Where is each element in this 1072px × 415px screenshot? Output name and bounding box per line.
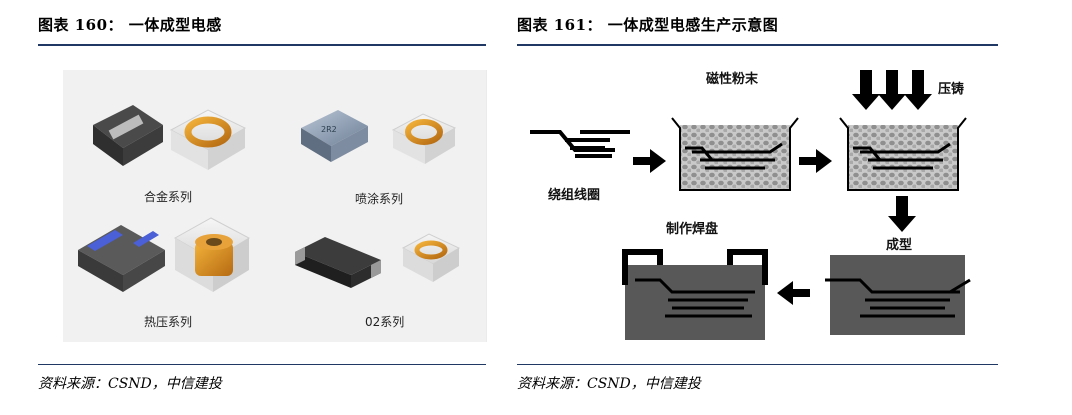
die-casting-container bbox=[839, 117, 967, 191]
arrow-down bbox=[888, 196, 916, 232]
arrow-left bbox=[777, 281, 810, 305]
series-label-hotpress: 热压系列 bbox=[144, 315, 193, 329]
label-forming: 成型 bbox=[886, 238, 913, 253]
spray-inductor-silver: 2R2 bbox=[301, 110, 368, 162]
arrow-right-1 bbox=[633, 149, 666, 173]
label-die-casting: 压铸 bbox=[938, 82, 965, 97]
figure-160-title: 图表 160： 一体成型电感 bbox=[38, 16, 222, 34]
alloy-inductor-dark bbox=[93, 105, 163, 166]
series-label-spray: 喷涂系列 bbox=[355, 192, 404, 206]
spray-inductor-open bbox=[391, 113, 457, 164]
powder-container bbox=[671, 117, 799, 191]
solder-pad-block bbox=[622, 249, 768, 340]
svg-text:2R2: 2R2 bbox=[321, 125, 337, 134]
hotpress-inductor-open bbox=[173, 217, 251, 292]
press-arrows-down bbox=[852, 70, 932, 110]
label-magnetic-powder: 磁性粉末 bbox=[706, 72, 759, 87]
source-note-right: 资料来源：CSND，中信建投 bbox=[517, 376, 701, 392]
alloy-inductor-open bbox=[169, 109, 247, 170]
hotpress-inductor-dark bbox=[78, 225, 165, 292]
inductor-illustration: 2R2 bbox=[78, 70, 487, 342]
series02-inductor-dark bbox=[295, 237, 381, 288]
series-label-02: 02系列 bbox=[365, 315, 405, 329]
formed-block bbox=[825, 255, 971, 335]
inductor-photo-panel: 2R2 bbox=[63, 70, 487, 342]
title-rule-left bbox=[38, 44, 486, 46]
process-illustration bbox=[530, 70, 971, 340]
figure-161-title: 图表 161： 一体成型电感生产示意图 bbox=[517, 16, 779, 34]
series-label-alloy: 合金系列 bbox=[144, 190, 193, 204]
label-winding-coil: 绕组线圈 bbox=[548, 188, 601, 203]
label-solder-pad: 制作焊盘 bbox=[666, 222, 719, 237]
source-note-left: 资料来源：CSND，中信建投 bbox=[38, 376, 222, 392]
arrow-right-2 bbox=[799, 149, 832, 173]
source-rule-right bbox=[517, 364, 998, 365]
title-rule-right bbox=[517, 44, 998, 46]
source-rule-left bbox=[38, 364, 486, 365]
winding-coil bbox=[530, 130, 630, 158]
production-process-diagram: 磁性粉末 压铸 绕组线圈 成型 制作焊盘 bbox=[520, 60, 980, 354]
series02-inductor-open bbox=[401, 233, 461, 282]
